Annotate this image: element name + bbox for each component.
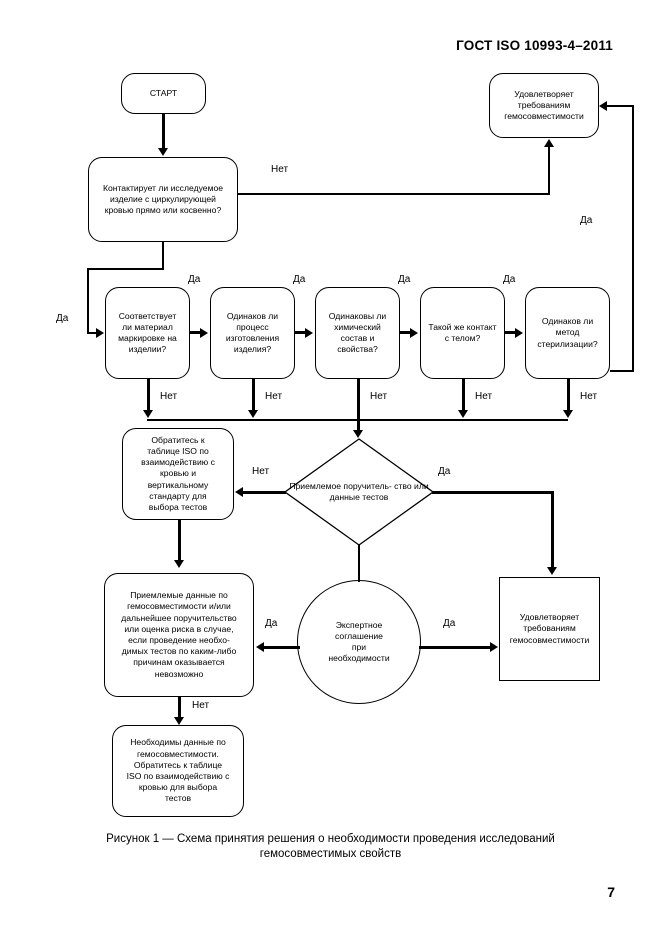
node-q-sterilization[interactable]: Одинаков ли метод стерилизации?: [525, 287, 610, 379]
edge-expert-right-arrow: [490, 642, 498, 652]
edge-process-yes-line: [295, 331, 306, 334]
edge-contact-yes-arrow: [96, 328, 104, 338]
page-number: 7: [607, 884, 615, 900]
edge-steril-yes-arrow: [599, 101, 607, 111]
edge-label-expert-right: Да: [443, 618, 456, 629]
node-acceptable-decision-label: Приемлемое поручитель- ство или данные т…: [289, 480, 429, 502]
edge-material-no-line: [147, 379, 150, 412]
node-start[interactable]: СТАРТ: [121, 73, 206, 114]
node-satisfies-bottom-label: Удовлетворяет требованиям гемосовместимо…: [509, 612, 590, 645]
edge-steril-yes-h2: [607, 105, 633, 107]
edge-steril-yes-v: [632, 105, 634, 371]
edge-contact-yes-h1: [87, 268, 164, 270]
edge-iso-to-data-arrow: [174, 560, 184, 568]
edge-expert-left-line: [264, 646, 300, 649]
edge-material-yes-line: [190, 331, 201, 334]
edge-steril-yes-h1: [610, 370, 634, 372]
edge-label-chemical-yes: Да: [398, 274, 411, 285]
edge-label-chemical-no: Нет: [370, 391, 388, 402]
node-q-material[interactable]: Соответствует ли материал маркировке на …: [105, 287, 190, 379]
node-acceptable-data-label: Приемлемые данные по гемосовместимости и…: [121, 590, 237, 679]
figure-caption: Рисунок 1 — Схема принятия решения о нео…: [0, 832, 661, 862]
node-contact-blood[interactable]: Контактирует ли исследуемое изделие с ци…: [88, 157, 238, 242]
edge-contact-no-vertical: [548, 146, 550, 194]
edge-bus-to-diamond: [357, 419, 360, 433]
figure-caption-line1: Рисунок 1 — Схема принятия решения о нео…: [106, 833, 555, 845]
edge-body-yes-arrow: [515, 328, 523, 338]
edge-material-no-arrow: [143, 410, 153, 418]
node-contact-blood-label: Контактирует ли исследуемое изделие с ци…: [102, 182, 224, 216]
edge-label-material-no: Нет: [160, 391, 178, 402]
figure-caption-line2: гемосовместимых свойств: [259, 848, 402, 860]
edge-label-process-yes: Да: [293, 274, 306, 285]
node-satisfies-top-label: Удовлетворяет требованиям гемосовместимо…: [504, 88, 584, 122]
edge-data-no-arrow: [174, 717, 184, 725]
edge-acceptable-yes-v: [551, 491, 554, 569]
edge-steril-no-line: [567, 379, 570, 412]
edge-steril-no-arrow: [563, 410, 573, 418]
edge-material-yes-arrow: [200, 328, 208, 338]
edge-label-acceptable-yes: Да: [438, 466, 451, 477]
edge-bus-to-diamond-arrow: [353, 430, 363, 438]
node-q-chemical-label: Одинаковы ли химический состав и свойств…: [328, 310, 387, 355]
node-q-body-contact[interactable]: Такой же контакт с телом?: [420, 287, 505, 379]
edge-acceptable-yes-arrow: [547, 567, 557, 575]
edge-label-expert-left: Да: [265, 618, 278, 629]
node-expert-agreement-label: Экспертное соглашение при необходимости: [328, 619, 390, 664]
edge-label-steril-no: Нет: [580, 391, 598, 402]
edge-label-contact-no: Нет: [271, 164, 289, 175]
edge-contact-yes-h2: [87, 332, 98, 334]
standard-header: ГОСТ ISO 10993-4–2011: [456, 38, 613, 53]
edge-label-material-yes: Да: [188, 274, 201, 285]
node-acceptable-decision[interactable]: Приемлемое поручитель- ство или данные т…: [284, 438, 434, 546]
edge-contact-no-horizontal: [238, 193, 550, 195]
edge-acceptable-no-line: [243, 491, 286, 494]
edge-label-process-no: Нет: [265, 391, 283, 402]
node-q-process-label: Одинаков ли процесс изготовления изделия…: [225, 310, 280, 355]
node-q-material-label: Соответствует ли материал маркировке на …: [118, 310, 177, 355]
edge-start-to-contact-arrow: [158, 148, 168, 156]
edge-chemical-no-line: [357, 379, 360, 424]
edge-label-acceptable-no: Нет: [252, 466, 270, 477]
edge-data-no-line: [178, 697, 181, 720]
edge-expert-right-line: [419, 646, 491, 649]
node-acceptable-data[interactable]: Приемлемые данные по гемосовместимости и…: [104, 573, 254, 697]
node-q-body-contact-label: Такой же контакт с телом?: [428, 321, 497, 343]
edge-process-no-line: [252, 379, 255, 412]
node-need-data[interactable]: Необходимы данные по гемосовместимости. …: [112, 725, 244, 817]
edge-label-data-no: Нет: [192, 700, 210, 711]
edge-process-yes-arrow: [305, 328, 313, 338]
node-q-process[interactable]: Одинаков ли процесс изготовления изделия…: [210, 287, 295, 379]
node-iso-table[interactable]: Обратитесь к таблице ISO по взаимодейств…: [122, 428, 234, 520]
edge-body-no-arrow: [458, 410, 468, 418]
edge-expert-left-arrow: [256, 642, 264, 652]
node-expert-agreement[interactable]: Экспертное соглашение при необходимости: [297, 580, 421, 704]
node-start-label: СТАРТ: [149, 87, 178, 98]
edge-chemical-yes-arrow: [410, 328, 418, 338]
edge-diamond-to-circle: [358, 544, 360, 582]
edge-chemical-yes-line: [400, 331, 411, 334]
edge-body-no-line: [462, 379, 465, 412]
edge-label-body-no: Нет: [475, 391, 493, 402]
edge-contact-yes-v1: [162, 242, 164, 269]
node-satisfies-top[interactable]: Удовлетворяет требованиям гемосовместимо…: [489, 73, 599, 138]
edge-acceptable-yes-h: [432, 491, 554, 494]
node-q-sterilization-label: Одинаков ли метод стерилизации?: [537, 316, 598, 349]
node-satisfies-bottom[interactable]: Удовлетворяет требованиям гемосовместимо…: [499, 577, 600, 681]
edge-contact-yes-v2: [87, 268, 89, 334]
edge-label-steril-yes: Да: [580, 215, 593, 226]
node-iso-table-label: Обратитесь к таблице ISO по взаимодейств…: [141, 434, 215, 512]
edge-label-contact-yes: Да: [56, 313, 69, 324]
edge-body-yes-line: [505, 331, 516, 334]
edge-label-body-yes: Да: [503, 274, 516, 285]
edge-iso-to-data: [178, 520, 181, 562]
edge-start-to-contact: [162, 114, 165, 149]
edge-process-no-arrow: [248, 410, 258, 418]
edge-contact-no-arrow: [544, 139, 554, 147]
edge-acceptable-no-arrow: [235, 487, 243, 497]
node-need-data-label: Необходимы данные по гемосовместимости. …: [126, 737, 230, 804]
node-q-chemical[interactable]: Одинаковы ли химический состав и свойств…: [315, 287, 400, 379]
